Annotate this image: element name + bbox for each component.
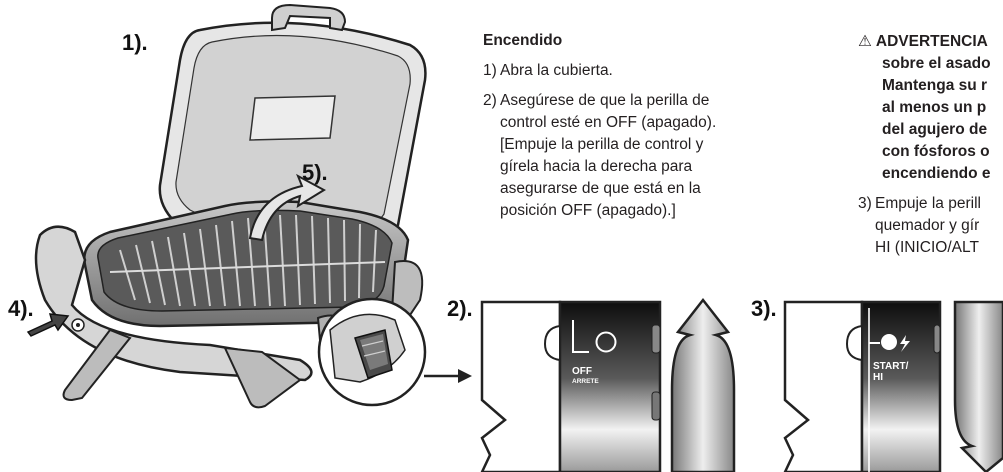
knob-start-label: START/: [873, 361, 909, 372]
step-text-line: posición OFF (apagado).]: [500, 202, 676, 219]
grill-body: [83, 200, 410, 328]
step-text-line: gírela hacia la derecha para: [500, 158, 693, 175]
callout-step-1: 1).: [122, 30, 148, 55]
step-text: Abra la cubierta.: [500, 62, 613, 79]
knob-panel-off: OFF ARRETE: [480, 300, 662, 472]
knob-start-sublabel: HI: [873, 372, 883, 383]
warning-instructions: ⚠ADVERTENCIA sobre el asado Mantenga su …: [858, 30, 1003, 267]
step-number: 2): [483, 92, 497, 109]
rotate-down-arrow: [953, 300, 1003, 472]
warning-line: al menos un p: [882, 99, 987, 116]
ignition-steps: 1) Abra la cubierta. 2) Asegúrese de que…: [483, 60, 813, 222]
step-text-line: control esté en OFF (apagado).: [500, 114, 717, 131]
callout-step-3: 3).: [751, 296, 777, 321]
grill-lid: [158, 3, 427, 257]
warning-block: ⚠ADVERTENCIA sobre el asado Mantenga su …: [858, 30, 1003, 185]
magnifier-circle: [317, 297, 427, 407]
callout-step-5: 5).: [302, 160, 328, 185]
step-text-line: Asegúrese de que la perilla de: [500, 92, 710, 109]
warning-line: del agujero de: [882, 121, 988, 138]
step-text-line: quemador y gír: [875, 217, 980, 234]
grill-stand: [34, 225, 313, 409]
warning-title: ADVERTENCIA: [875, 33, 988, 50]
warning-steps: 3) Empuje la perill quemador y gír HI (I…: [858, 193, 1003, 259]
warning-line: sobre el asado: [882, 55, 991, 72]
step-text-line: Empuje la perill: [875, 195, 981, 212]
warning-line: encendiendo e: [882, 165, 991, 182]
step-text-line: asegurarse de que está en la: [500, 180, 701, 197]
ignition-heading: Encendido: [483, 32, 563, 49]
callout-step-2: 2).: [447, 296, 473, 321]
knob-off-sublabel: ARRETE: [572, 378, 599, 385]
magnify-arrow: [424, 369, 472, 383]
ignition-step-3: 3) Empuje la perill quemador y gír HI (I…: [858, 193, 1003, 259]
ignition-step-2: 2) Asegúrese de que la perilla de contro…: [483, 90, 813, 222]
warning-line: Mantenga su r: [882, 77, 988, 94]
step-text-line: HI (INICIO/ALT: [875, 239, 979, 256]
ignition-instructions: Encendido 1) Abra la cubierta. 2) Asegúr…: [483, 30, 813, 230]
warning-icon: ⚠: [858, 32, 872, 50]
step-number: 3): [858, 195, 872, 212]
rotate-up-arrow: [670, 297, 736, 472]
push-arrow: [26, 313, 70, 337]
warning-line: con fósforos o: [882, 143, 990, 160]
knob-off-label: OFF: [572, 366, 592, 377]
ignition-hole-arrow: [248, 173, 327, 242]
ignition-step-1: 1) Abra la cubierta.: [483, 60, 813, 82]
knob-panel-start: START/ HI: [783, 300, 942, 472]
callout-step-4: 4).: [8, 296, 34, 321]
warning-line: ⚠ADVERTENCIA: [858, 30, 1003, 53]
step-text-line: [Empuje la perilla de control y: [500, 136, 704, 153]
step-number: 1): [483, 62, 497, 79]
